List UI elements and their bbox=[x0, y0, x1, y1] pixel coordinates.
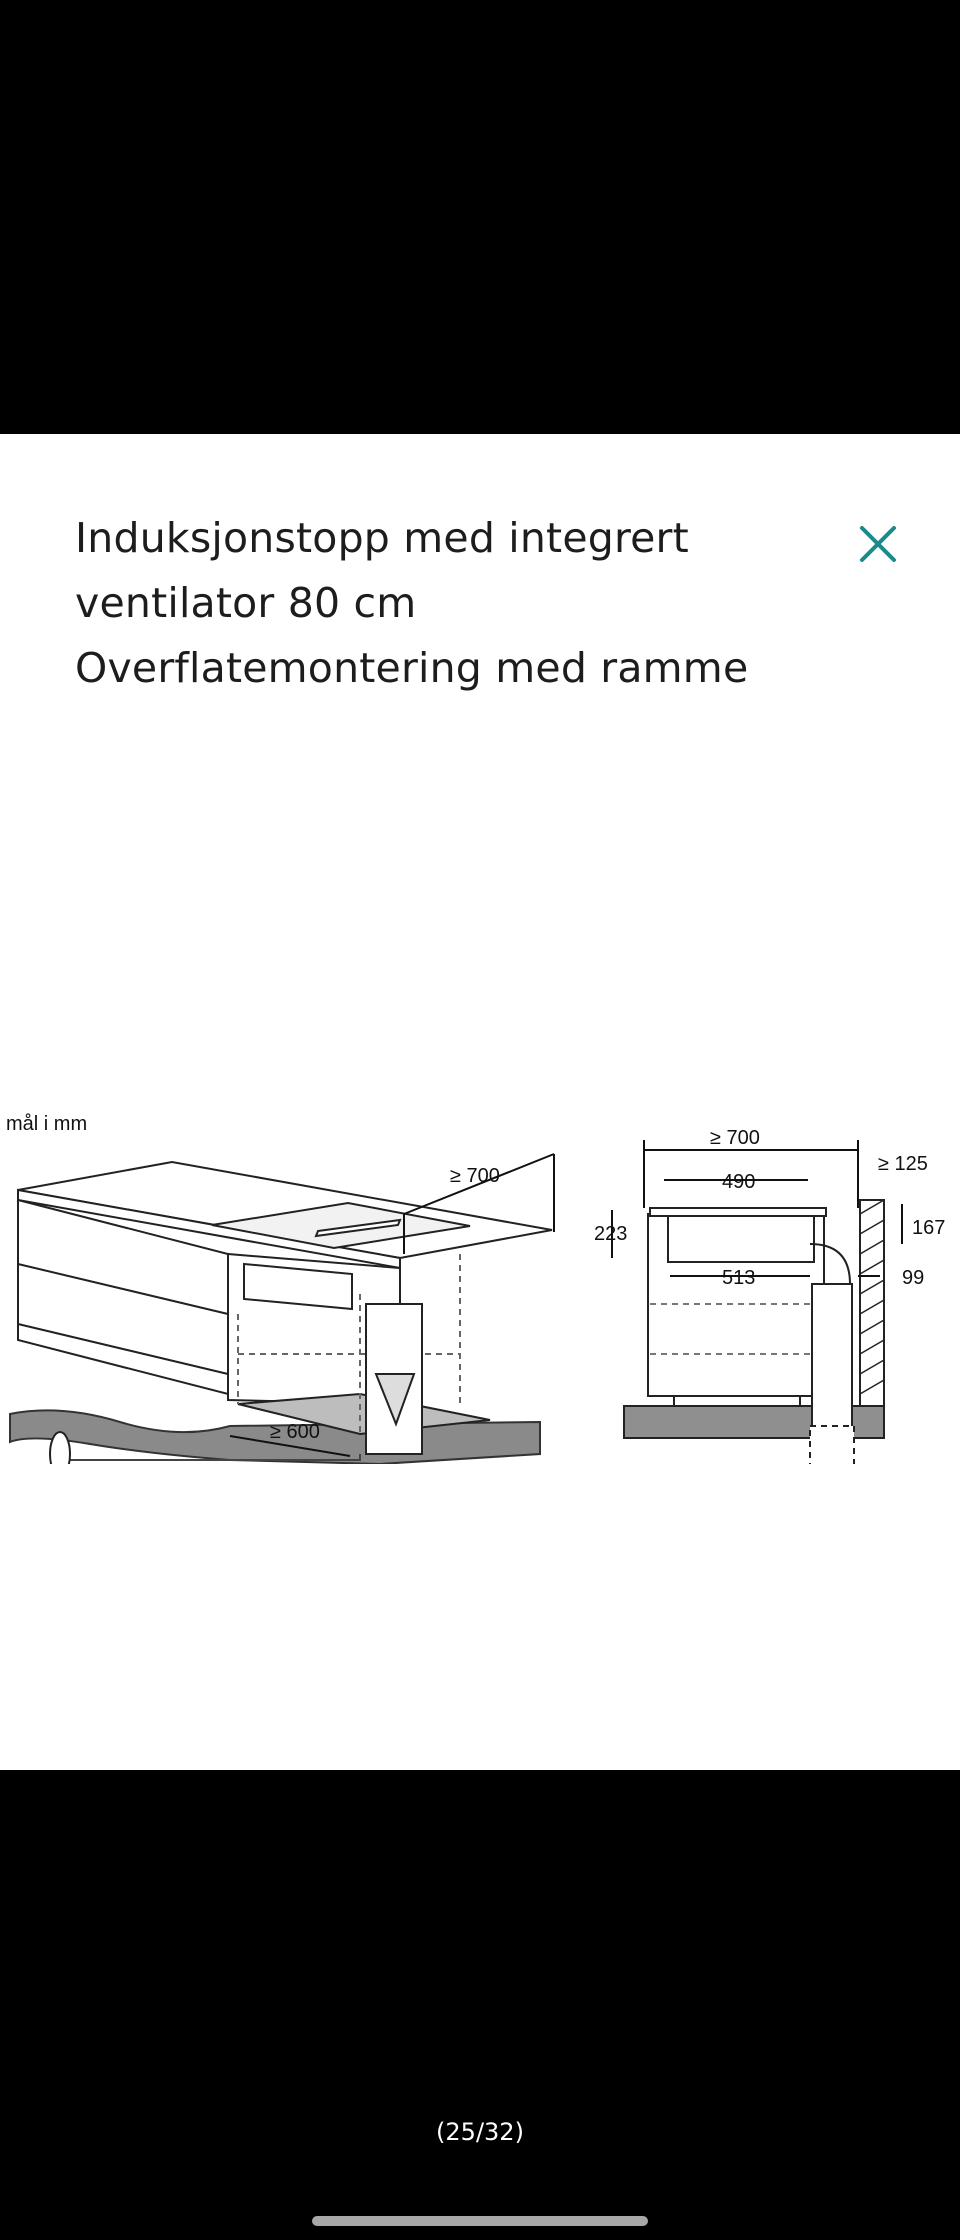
title-line-2: ventilator 80 cm bbox=[75, 579, 417, 627]
title-line-1: Induksjonstopp med integrert bbox=[75, 514, 689, 562]
installation-diagram: mål i mm bbox=[6, 1113, 945, 1464]
title-line-3: Overflatemontering med ramme bbox=[75, 644, 749, 692]
perspective-depth-label: ≥ 700 bbox=[450, 1165, 500, 1187]
units-label: mål i mm bbox=[6, 1113, 87, 1135]
side-height-right-label: 167 bbox=[912, 1217, 945, 1239]
side-depth-label: ≥ 700 bbox=[710, 1127, 760, 1149]
side-view bbox=[611, 1140, 903, 1464]
close-icon bbox=[860, 526, 896, 562]
perspective-view bbox=[9, 1153, 555, 1464]
perspective-duct-label: ≥ 600 bbox=[270, 1421, 320, 1443]
side-inner-label: 513 bbox=[722, 1267, 755, 1289]
side-width-label: 490 bbox=[722, 1171, 755, 1193]
side-wallgap-label: ≥ 125 bbox=[878, 1153, 928, 1175]
modal-panel: Induksjonstopp med integrert ventilator … bbox=[0, 434, 960, 1770]
gallery-counter: (25/32) bbox=[436, 2118, 524, 2146]
side-height-left-label: 223 bbox=[594, 1223, 627, 1245]
side-pipe-label: 99 bbox=[902, 1267, 924, 1289]
modal-title: Induksjonstopp med integrert ventilator … bbox=[75, 506, 815, 701]
home-indicator[interactable] bbox=[312, 2216, 648, 2226]
close-button[interactable] bbox=[850, 516, 906, 572]
